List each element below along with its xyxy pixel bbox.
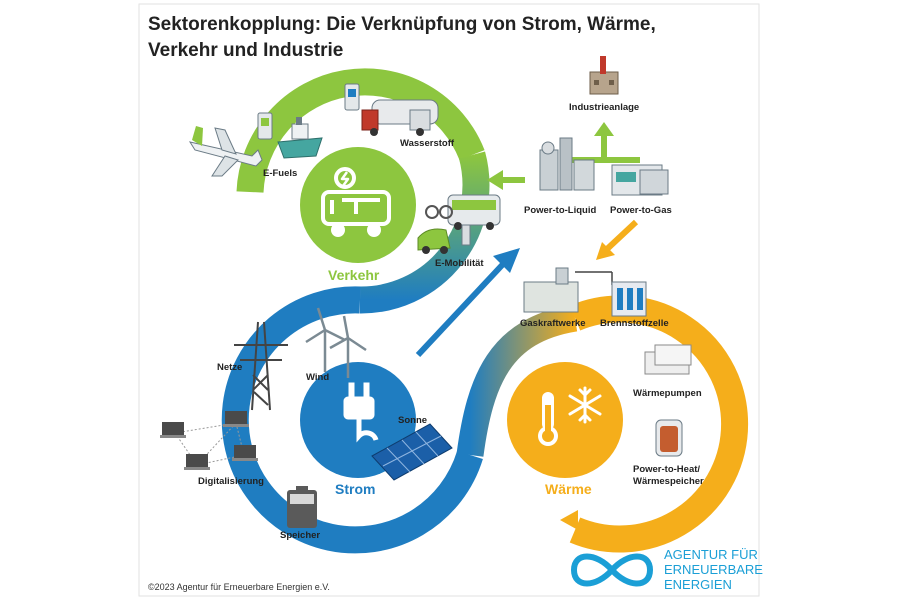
- verkehr-ring: [236, 68, 485, 193]
- verkehr-to-strom-ribbon: [359, 151, 490, 314]
- label-e-fuels: E-Fuels: [263, 168, 297, 179]
- fuel-pump-icon: [257, 83, 360, 140]
- refinery-icon: [539, 137, 595, 191]
- copyright-text: ©2023 Agentur für Erneuerbare Energien e…: [148, 582, 330, 592]
- heat-pump-icon: [644, 344, 692, 375]
- hydrogen-truck-icon: [361, 99, 439, 136]
- factory-icon: [589, 56, 619, 95]
- label-brennstoffzelle: Brennstoffzelle: [600, 318, 669, 329]
- thermometer-icon: [538, 392, 558, 446]
- wind-turbine-icon: [305, 307, 367, 378]
- waerme-hub: Wärme: [507, 362, 623, 497]
- logo-line2: ERNEUERBARE: [664, 562, 763, 577]
- strom-to-waerme-ribbon: [456, 304, 578, 457]
- label-power-to-liquid: Power-to-Liquid: [524, 205, 596, 216]
- page-title-line1: Sektorenkopplung: Die Verknüpfung von St…: [148, 14, 656, 35]
- label-wasserstoff: Wasserstoff: [400, 138, 455, 149]
- battery-icon: [287, 486, 317, 528]
- label-e-mobilitaet: E-Mobilität: [435, 258, 484, 269]
- label-wind: Wind: [306, 372, 329, 383]
- label-netze: Netze: [217, 362, 242, 373]
- snowflake-icon: [568, 386, 602, 424]
- logo-line1: AGENTUR FÜR: [664, 547, 758, 562]
- e-mobility-icons: [417, 194, 501, 254]
- airplane-icon: [188, 126, 263, 177]
- aee-logo: AGENTUR FÜR ERNEUERBARE ENERGIEN: [570, 547, 763, 592]
- power-pylon-icon: [234, 321, 288, 411]
- label-sonne: Sonne: [398, 415, 427, 426]
- frame: [138, 3, 760, 597]
- logo-line3: ENERGIEN: [664, 577, 732, 592]
- label-waermepumpen: Wärmepumpen: [633, 388, 702, 399]
- label-power-to-heat-line2: Wärmespeicher: [633, 476, 704, 487]
- label-digitalisierung: Digitalisierung: [198, 476, 264, 487]
- ship-icon: [277, 117, 323, 159]
- verkehr-hub: Verkehr: [300, 147, 416, 283]
- plug-icon: [343, 382, 379, 443]
- label-industrieanlage: Industrieanlage: [569, 102, 639, 113]
- page-title-line2: Verkehr und Industrie: [148, 40, 343, 61]
- verkehr-label: Verkehr: [328, 267, 380, 283]
- gas-power-plant-icon: [523, 267, 613, 313]
- label-power-to-heat-line1: Power-to-Heat/: [633, 464, 700, 475]
- infinity-logo-icon: [570, 553, 654, 587]
- laptop-network-icon: [160, 411, 258, 470]
- fuel-cell-icon: [611, 281, 647, 317]
- strom-label: Strom: [335, 481, 375, 497]
- label-speicher: Speicher: [280, 530, 320, 541]
- solar-panel-icon: [371, 423, 453, 481]
- power-to-gas-icon: [611, 164, 669, 196]
- heat-storage-icon: [655, 419, 683, 457]
- e-bus-icon: [321, 167, 391, 237]
- strom-ring: [221, 286, 483, 554]
- label-gaskraftwerke: Gaskraftwerke: [520, 318, 585, 329]
- waerme-label: Wärme: [545, 481, 592, 497]
- label-power-to-gas: Power-to-Gas: [610, 205, 672, 216]
